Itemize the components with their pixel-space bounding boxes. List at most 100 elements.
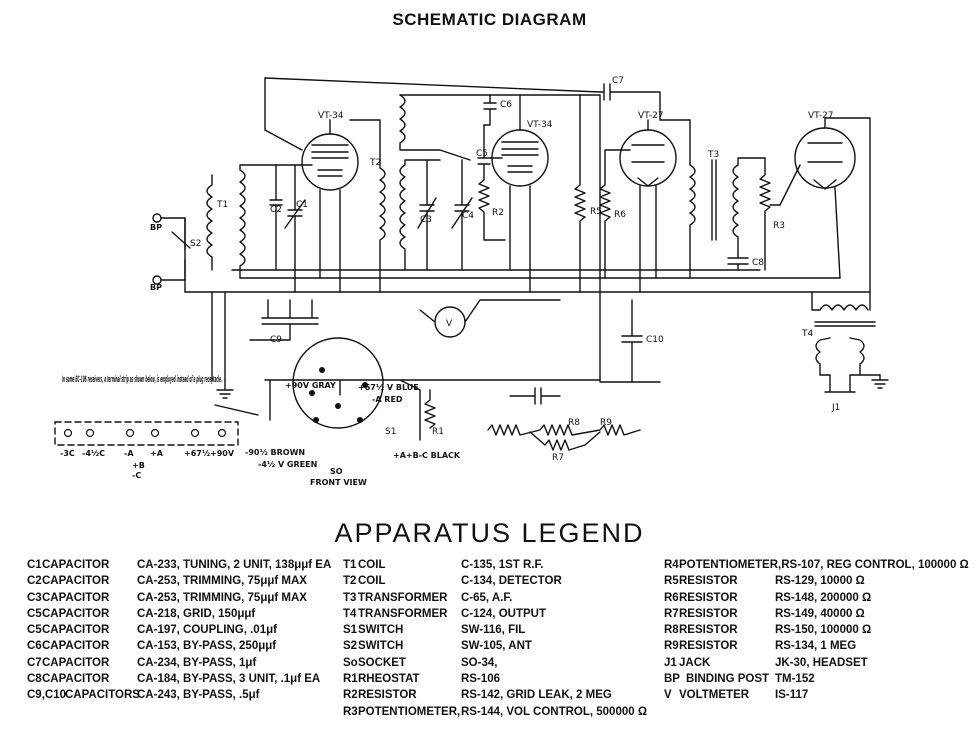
legend-symbol: V [664, 689, 672, 702]
legend-part-name: POTENTIOMETER, [358, 705, 461, 718]
legend-symbol: R5 [664, 575, 679, 588]
ground-right [871, 374, 889, 389]
transformer-t4-core [814, 321, 876, 327]
legend-symbol: R1 [343, 673, 358, 686]
wire-voltmeter [419, 299, 561, 323]
label-t3: T3 [707, 150, 719, 160]
legend-symbol: R8 [664, 624, 679, 637]
binding-post-gnd [152, 275, 162, 285]
legend-description: SW-116, FIL [461, 624, 526, 637]
legend-symbol: C2 [27, 575, 42, 588]
legend-description: CA-253, TRIMMING, 75μμf MAX [137, 591, 307, 604]
resistor-r7 [529, 431, 601, 451]
legend-symbol: C7 [27, 656, 42, 669]
legend-description: C-124, OUTPUT [461, 607, 546, 620]
terminal-strip-label: +90V [210, 449, 235, 458]
legend-part-name: POTENTIOMETER, [679, 559, 782, 571]
schematic-diagram: VT-34 VT-34 VT-27 VT-27 V BP BP T1 T2 T3… [54, 76, 889, 487]
legend-symbol: S1 [343, 624, 358, 637]
coil-t2-secondary [399, 159, 441, 271]
socket-pin [319, 367, 325, 373]
tube-vt34-1-envelope [301, 133, 359, 191]
tube-vt34-2-elements [501, 94, 539, 173]
label-r9: R9 [600, 418, 612, 428]
resistor-divider [487, 424, 641, 436]
legend-symbol: R3 [343, 705, 358, 718]
capacitor-c10 [621, 299, 643, 383]
legend-part-name: TRANSFORMER [358, 591, 448, 604]
wire-top-rail [264, 77, 601, 131]
legend-description: RS-107, REG CONTROL, 100000 Ω [781, 559, 969, 571]
legend-description: RS-149, 40000 Ω [775, 607, 865, 620]
legend-description: RS-129, 10000 Ω [775, 575, 865, 588]
label-c3: C3 [420, 215, 432, 225]
legend-part-name: CAPACITOR [42, 656, 110, 669]
terminal-hole [85, 428, 95, 438]
voltmeter [434, 306, 466, 338]
terminal-hole [63, 428, 73, 438]
capacitor-c1 [284, 164, 306, 293]
socket-wire-label: +90V GRAY [285, 381, 336, 390]
coil-t2-primary [349, 119, 386, 293]
legend-symbol: R2 [343, 689, 358, 702]
wire-vt27-2-leads [779, 117, 871, 311]
legend-description: RS-142, GRID LEAK, 2 MEG [461, 689, 612, 702]
coil-tickler [399, 94, 471, 161]
binding-post-ant [152, 213, 162, 223]
terminal-strip-label: -4½C [82, 448, 105, 458]
legend-symbol: R4 [664, 559, 679, 571]
resistor-r2 [478, 179, 506, 241]
legend-description: SW-105, ANT [461, 640, 532, 653]
transformer-t3-core [711, 159, 717, 241]
legend-part-name: CAPACITORS [65, 689, 140, 702]
transformer-t4-primary [811, 291, 869, 311]
label-r2: R2 [492, 208, 504, 218]
socket-pin [309, 390, 315, 396]
socket-pin [362, 382, 368, 388]
label-c6: C6 [500, 100, 512, 110]
legend-description: C-65, A.F. [461, 591, 513, 604]
wire-vt27-1-leads [639, 119, 691, 293]
legend-part-name: RESISTOR [358, 689, 417, 702]
legend-title: APPARATUS LEGEND [334, 518, 645, 548]
legend-description: IS-117 [775, 689, 809, 702]
label-t2: T2 [369, 158, 381, 168]
legend-symbol: C6 [27, 640, 42, 653]
terminal-hole [150, 428, 160, 438]
legend-symbol: C5 [27, 607, 42, 620]
terminal-strip-label: +67½ [184, 448, 210, 458]
label-r6: R6 [614, 210, 626, 220]
label-c5: C5 [476, 149, 488, 159]
legend-description: RS-148, 200000 Ω [775, 591, 872, 604]
legend-part-name: RESISTOR [679, 640, 738, 653]
terminal-strip-label: -C [132, 471, 141, 480]
capacitor-c6 [483, 94, 497, 126]
legend-part-name: SWITCH [358, 640, 404, 653]
legend-part-name: SWITCH [358, 624, 404, 637]
label-s1: S1 [385, 427, 396, 437]
binding-post-label-ant: BP [150, 223, 162, 232]
wire-plate-rail [399, 94, 661, 383]
legend-description: CA-153, BY-PASS, 250μμf [137, 640, 277, 653]
legend-symbol: C1 [27, 559, 42, 571]
capacitor-c7-low [509, 387, 561, 405]
transformer-t4-secondary [815, 337, 865, 365]
terminal-strip-label: -3C [60, 449, 75, 458]
tube-vt27-2-elements [807, 117, 843, 190]
note-arrow [214, 404, 259, 416]
legend-symbol: R6 [664, 591, 679, 604]
legend-description: CA-218, GRID, 150μμf [137, 607, 256, 620]
socket-wire-label: -A RED [372, 395, 403, 404]
legend-part-name: COIL [358, 575, 386, 588]
legend-symbol: S2 [343, 640, 358, 653]
legend-symbol: C8 [27, 673, 42, 686]
